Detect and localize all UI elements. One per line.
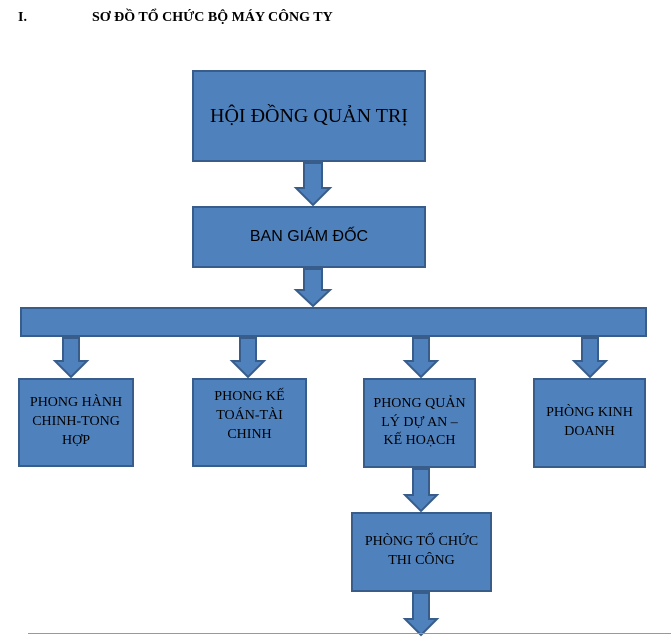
project-box: PHONG QUẢN LÝ DỰ AN – KẾ HOẠCH xyxy=(363,378,476,468)
arrow-board-to-directors xyxy=(293,162,333,207)
business-label: PHÒNG KINH DOANH xyxy=(546,405,633,439)
admin-label: PHONG HÀNH CHINH-TONG HỢP xyxy=(29,395,123,448)
distribution-bar xyxy=(20,307,647,337)
finance-label: PHONG KẾ TOÁN-TÀI CHINH xyxy=(214,389,285,442)
directors-label: BAN GIÁM ĐỐC xyxy=(249,228,369,246)
heading: I. SƠ ĐỒ TỔ CHỨC BỘ MÁY CÔNG TY xyxy=(0,8,671,32)
arrow-construction-down xyxy=(402,592,440,637)
arrow-bar-to-business xyxy=(571,337,609,379)
board-label: HỘI ĐỒNG QUẢN TRỊ xyxy=(210,104,408,127)
project-label: PHONG QUẢN LÝ DỰ AN – KẾ HOẠCH xyxy=(373,395,466,449)
arrow-bar-to-finance xyxy=(229,337,267,379)
arrow-bar-to-admin xyxy=(52,337,90,379)
admin-box: PHONG HÀNH CHINH-TONG HỢP xyxy=(18,378,134,467)
finance-box: PHONG KẾ TOÁN-TÀI CHINH xyxy=(192,378,307,467)
arrow-bar-to-project xyxy=(402,337,440,379)
construction-label: PHÒNG TỔ CHỨC THI CÔNG xyxy=(364,534,479,568)
heading-number: I. xyxy=(18,10,27,25)
construction-box: PHÒNG TỔ CHỨC THI CÔNG xyxy=(351,512,492,592)
arrow-directors-to-bar xyxy=(293,268,333,308)
arrow-project-to-construction xyxy=(402,468,440,513)
business-box: PHÒNG KINH DOANH xyxy=(533,378,646,468)
page-bottom-line xyxy=(28,633,671,634)
directors-box: BAN GIÁM ĐỐC xyxy=(192,206,426,268)
board-box: HỘI ĐỒNG QUẢN TRỊ xyxy=(192,70,426,162)
heading-title: SƠ ĐỒ TỔ CHỨC BỘ MÁY CÔNG TY xyxy=(92,10,333,25)
